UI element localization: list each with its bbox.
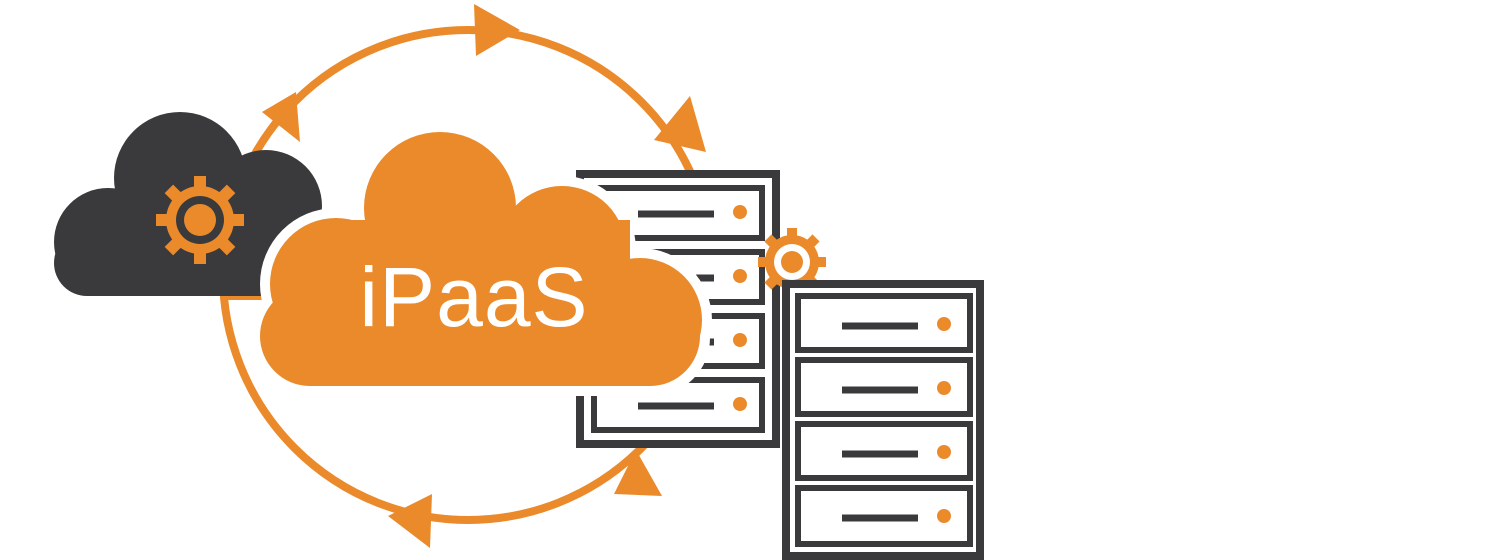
- ipaas-label: iPaaS: [359, 250, 588, 344]
- dark-cloud-icon: [54, 112, 324, 296]
- server-rack-icon-front: [782, 280, 984, 560]
- arrowhead-upper-left: [262, 92, 300, 142]
- gear-icon: [156, 176, 244, 264]
- arrowhead-top: [474, 4, 520, 56]
- arrowhead-bottom: [388, 494, 432, 548]
- arrowhead-lower-right: [614, 450, 662, 496]
- ipaas-cloud-icon: iPaaS: [250, 122, 712, 396]
- arrowhead-upper-right: [654, 96, 706, 152]
- small-gear-icon: [758, 228, 826, 296]
